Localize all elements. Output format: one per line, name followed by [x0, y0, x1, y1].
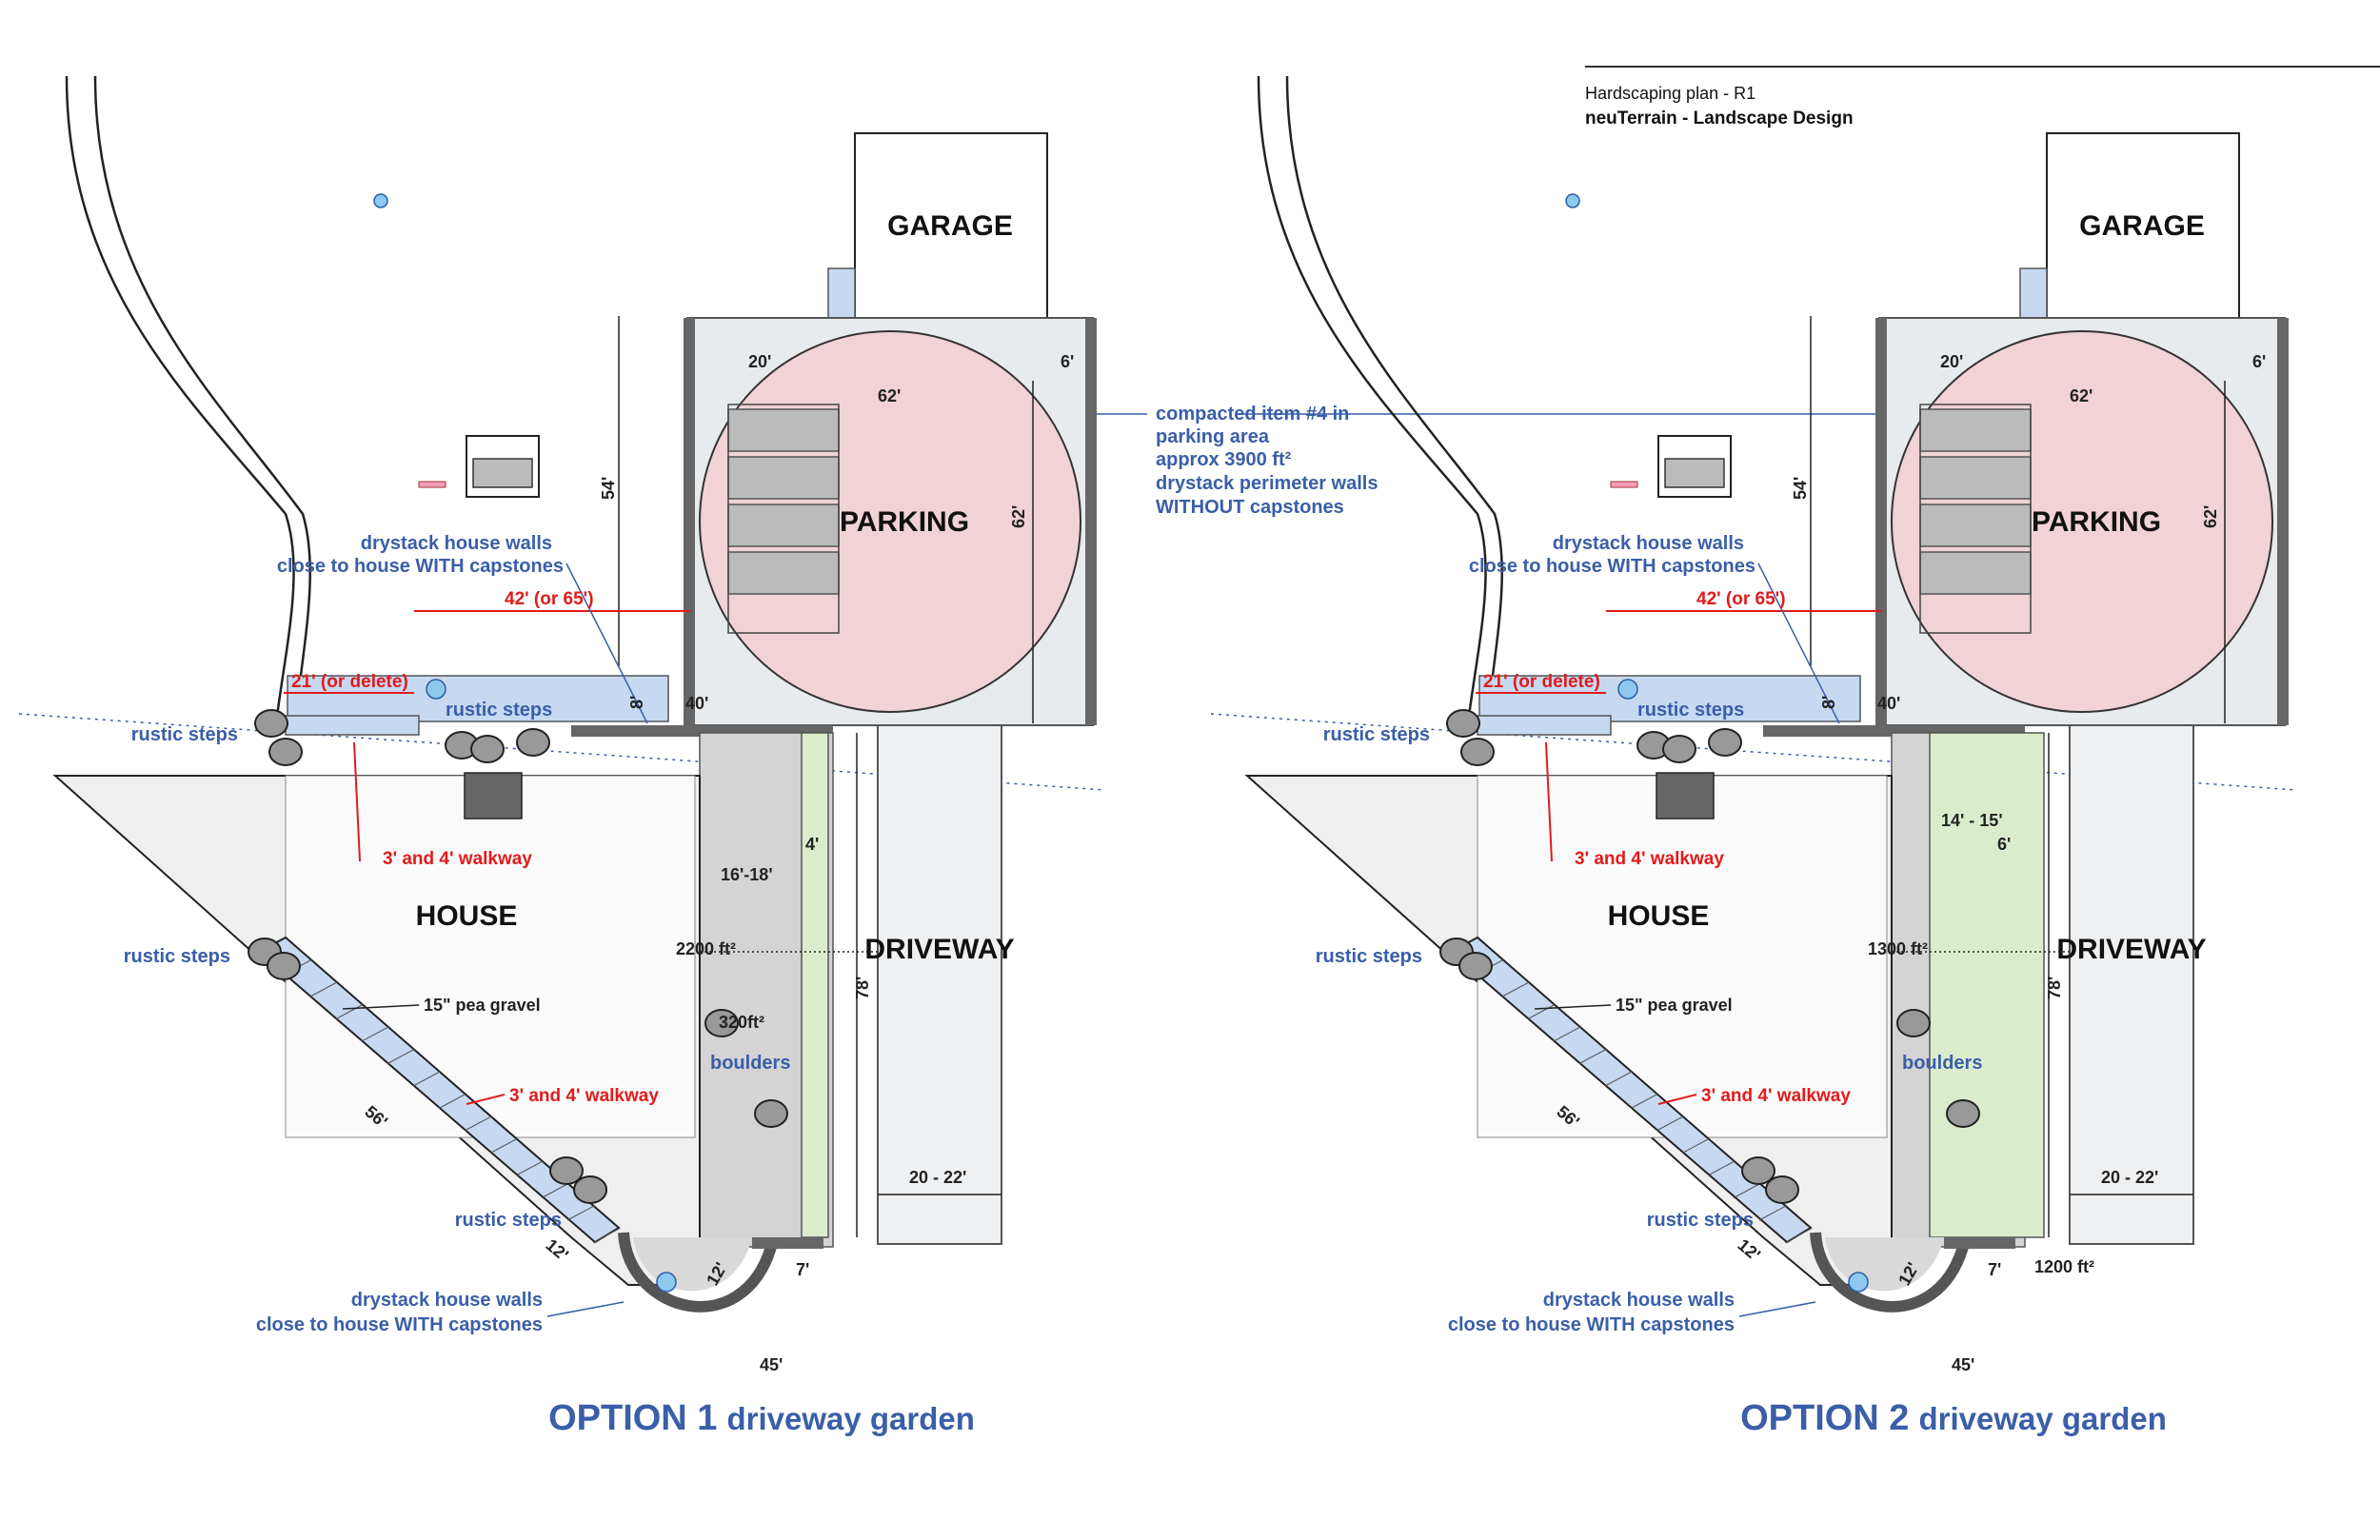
walkway-a: 3' and 4' walkway — [383, 849, 532, 869]
dim-12a: 12' — [542, 1235, 571, 1265]
dim-2022: 20 - 22' — [909, 1168, 966, 1187]
strip-width: 6' — [1997, 835, 2011, 854]
drystack-top-1: drystack house walls — [361, 533, 552, 554]
pea-gravel: 15" pea gravel — [1616, 996, 1733, 1015]
rustic-steps-b: rustic steps — [446, 700, 552, 721]
option-number: OPTION 1 — [548, 1398, 717, 1438]
dim-40: 40' — [685, 694, 708, 713]
dim-54: 54' — [599, 477, 618, 500]
parking-note: compacted item #4 in parking area approx… — [1085, 404, 1883, 518]
option-title: OPTION 2 driveway garden — [1740, 1398, 2167, 1438]
pea-gravel: 15" pea gravel — [424, 996, 541, 1015]
dim-40: 40' — [1877, 694, 1900, 713]
dim-8: 8' — [627, 696, 646, 709]
dim-7: 7' — [1988, 1260, 2001, 1279]
note-line-1: compacted item #4 in — [1156, 404, 1349, 424]
dim-62v: 62' — [1009, 505, 1028, 528]
note-line-3: approx 3900 ft² — [1156, 449, 1292, 470]
studio-name: neuTerrain - Landscape Design — [1585, 109, 1854, 128]
dim-6: 6' — [1061, 352, 1074, 371]
note-line-4: drystack perimeter walls — [1156, 473, 1378, 494]
dim-62h: 62' — [2070, 386, 2092, 405]
house-label: HOUSE — [1608, 900, 1710, 932]
option-number: OPTION 2 — [1740, 1398, 1909, 1438]
drystack-bot-2: close to house WITH capstones — [1448, 1314, 1735, 1335]
drystack-bot-1: drystack house walls — [351, 1290, 543, 1311]
area-side: 320ft² — [719, 1013, 764, 1032]
dim-21: 21' (or delete) — [1483, 672, 1600, 692]
drystack-bot-2: close to house WITH capstones — [256, 1314, 543, 1335]
dim-20: 20' — [1940, 352, 1963, 371]
dim-62h: 62' — [878, 386, 901, 405]
driveway-label: DRIVEWAY — [2056, 934, 2206, 965]
dim-54: 54' — [1791, 477, 1810, 500]
dim-78: 78' — [853, 977, 872, 999]
walkway-b: 3' and 4' walkway — [1701, 1086, 1851, 1106]
garage-label: GARAGE — [887, 210, 1013, 242]
area-main: 1300 ft² — [1868, 939, 1928, 958]
driveway-label: DRIVEWAY — [864, 934, 1014, 965]
dim-12a: 12' — [1734, 1235, 1763, 1265]
option-1-plan: GARAGE PARKING DRIVEWAY HOUSE drystack house… — [18, 75, 1105, 1438]
area-extra: 1200 ft² — [2034, 1257, 2094, 1276]
rustic-steps-b: rustic steps — [1637, 700, 1744, 721]
garage-label: GARAGE — [2079, 210, 2205, 242]
sheet-title: Hardscaping plan - R1 — [1585, 84, 1755, 103]
dim-8: 8' — [1819, 696, 1838, 709]
option-subtitle: driveway garden — [1918, 1401, 2166, 1436]
walkway-b: 3' and 4' walkway — [509, 1086, 659, 1106]
boulders-label: boulders — [710, 1053, 790, 1074]
dim-62v: 62' — [2201, 505, 2220, 528]
walkway-a: 3' and 4' walkway — [1575, 849, 1724, 869]
option-subtitle: driveway garden — [726, 1401, 974, 1436]
strip-width: 4' — [805, 835, 819, 854]
dim-42: 42' (or 65') — [505, 589, 594, 609]
rustic-steps-c: rustic steps — [124, 946, 230, 967]
side-width: 16'-18' — [721, 865, 773, 884]
boulders-label: boulders — [1902, 1053, 1982, 1074]
rustic-steps-a: rustic steps — [131, 724, 238, 745]
rustic-steps-d: rustic steps — [1647, 1210, 1754, 1231]
drystack-top-2: close to house WITH capstones — [277, 556, 564, 577]
dim-42: 42' (or 65') — [1696, 589, 1786, 609]
strip-top: 14' - 15' — [1941, 811, 2003, 830]
dim-45: 45' — [760, 1355, 783, 1374]
dim-20: 20' — [748, 352, 771, 371]
area-main: 2200 ft² — [676, 939, 736, 958]
rustic-steps-d: rustic steps — [455, 1210, 562, 1231]
dim-21: 21' (or delete) — [291, 672, 408, 692]
dim-45: 45' — [1952, 1355, 1974, 1374]
dim-78: 78' — [2045, 977, 2064, 999]
option-title: OPTION 1 driveway garden — [548, 1398, 975, 1438]
dim-6: 6' — [2252, 352, 2266, 371]
parking-label: PARKING — [2032, 506, 2161, 538]
rustic-steps-a: rustic steps — [1323, 724, 1430, 745]
drystack-bot-1: drystack house walls — [1543, 1290, 1735, 1311]
parking-label: PARKING — [840, 506, 969, 538]
house-label: HOUSE — [416, 900, 518, 932]
note-line-5: WITHOUT capstones — [1156, 497, 1344, 518]
note-line-2: parking area — [1156, 426, 1270, 447]
rustic-steps-c: rustic steps — [1316, 946, 1422, 967]
dim-2022: 20 - 22' — [2101, 1168, 2158, 1187]
option-2-plan: GARAGE PARKING DRIVEWAY HOUSE drystack house… — [1210, 75, 2297, 1438]
drystack-top-2: close to house WITH capstones — [1469, 556, 1755, 577]
drystack-top-1: drystack house walls — [1553, 533, 1744, 554]
dim-7: 7' — [796, 1260, 809, 1279]
